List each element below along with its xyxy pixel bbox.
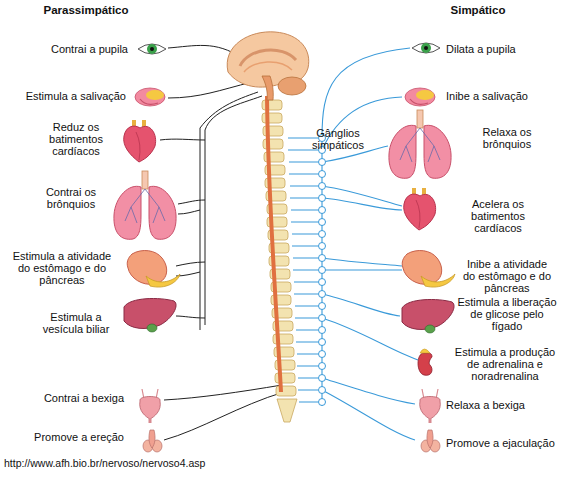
function-label: Promove a ejaculação — [446, 437, 562, 449]
section-heading: Parassimpático — [40, 4, 132, 16]
brain — [227, 32, 309, 100]
function-label: Estimula a salivação — [4, 90, 126, 102]
function-label: Contrai os brônquios — [40, 186, 102, 210]
function-label: Estimula a liberação de glicose pelo fíg… — [456, 296, 558, 332]
sympathetic-nerves — [288, 48, 418, 440]
organs-left — [114, 44, 180, 452]
parasympathetic-nerves — [160, 45, 284, 440]
ganglia-label: Gânglios simpáticos — [306, 127, 370, 151]
function-label: Promove a ereção — [20, 431, 124, 443]
spinal-cord — [267, 96, 281, 392]
function-label: Estimula a produção de adrenalina e nora… — [454, 346, 556, 382]
function-label: Estimula a vesícula biliar — [36, 311, 116, 335]
function-label: Contrai a bexiga — [20, 392, 124, 404]
function-label: Contrai a pupila — [20, 43, 128, 55]
ganglia-chain — [319, 135, 326, 406]
function-label: Inibe a atividade do estômago e do pâncr… — [462, 258, 552, 294]
source-caption: http://www.afh.bio.br/nervoso/nervoso4.a… — [4, 457, 324, 469]
function-label: Relaxa a bexiga — [446, 399, 556, 411]
section-heading: Simpático — [430, 4, 526, 16]
organs-right — [389, 43, 455, 452]
function-label: Inibe a salivação — [446, 90, 561, 102]
function-label: Acelera os batimentos cardíacos — [448, 198, 548, 234]
function-label: Estimula a atividade do estômago e do pâ… — [6, 250, 118, 286]
function-label: Dilata a pupila — [446, 43, 556, 55]
function-label: Reduz os batimentos cardíacos — [44, 121, 108, 157]
function-label: Relaxa os brônquios — [474, 126, 540, 150]
